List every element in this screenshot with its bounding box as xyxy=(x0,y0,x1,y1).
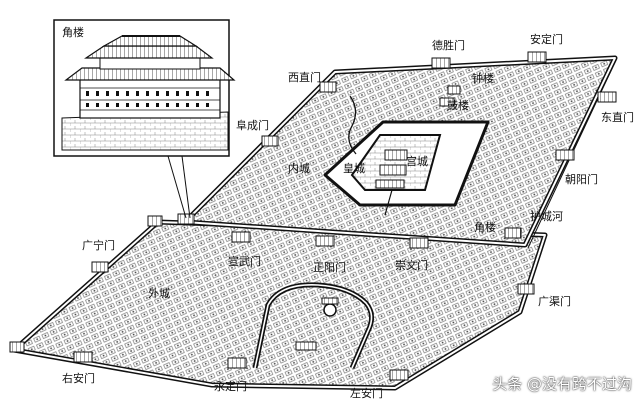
gate-label-xuanwu: 宣武门 xyxy=(228,255,261,268)
gate-label-dongzhi: 东直门 xyxy=(601,111,634,124)
gate-label-zuoan: 左安门 xyxy=(350,387,383,400)
drum-bell-towers xyxy=(439,85,461,107)
landmark-waicheng: 外城 xyxy=(148,287,170,300)
landmark-huangcheng: 皇城 xyxy=(343,162,365,175)
landmark-zhonglou: 钟楼 xyxy=(472,72,494,85)
gate-label-anding: 安定门 xyxy=(530,33,563,46)
gate-label-yongding: 永定门 xyxy=(214,380,247,393)
gate-label-fucheng: 阜成门 xyxy=(236,119,269,132)
imperial-city xyxy=(323,120,490,216)
gate-label-chongwen: 崇文门 xyxy=(395,259,428,272)
corner-tower-inset xyxy=(53,19,236,219)
gate-label-chaoyang: 朝阳门 xyxy=(565,173,598,186)
inset-title: 角楼 xyxy=(62,26,84,39)
landmark-jiaolou: 角楼 xyxy=(474,221,496,234)
landmark-gulou: 鼓楼 xyxy=(447,99,469,112)
gate-label-desheng: 德胜门 xyxy=(432,39,465,52)
landmark-neicheng: 内城 xyxy=(288,162,310,175)
watermark-text: 头条 @没有跨不过沟 xyxy=(492,375,632,393)
gate-label-xizhi: 西直门 xyxy=(288,71,321,84)
gate-label-zhengyang: 正阳门 xyxy=(313,261,346,274)
gate-label-youan: 右安门 xyxy=(62,372,95,385)
gate-label-guangqu: 广渠门 xyxy=(538,295,571,308)
landmark-gongcheng: 宫城 xyxy=(406,155,428,168)
temple-compound xyxy=(252,282,374,369)
gate-label-guangning: 广宁门 xyxy=(82,239,115,252)
landmark-huchenghe: 护城河 xyxy=(530,210,563,223)
gate-towers xyxy=(9,51,617,381)
